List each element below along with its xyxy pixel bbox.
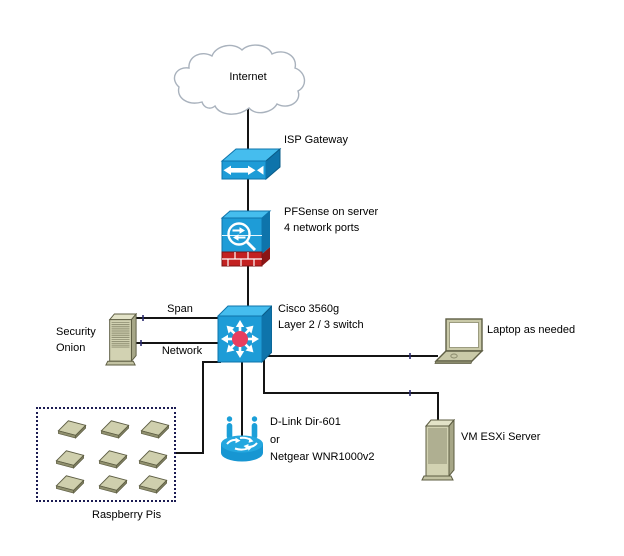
internet-label: Internet [229,71,267,83]
network-edge-label: Network [161,345,203,357]
gateway-switch-icon [220,147,282,181]
server-tower-icon [421,419,456,481]
pi-board-icon [55,450,85,469]
core-switch-label: Cisco 3560g Layer 2 / 3 switch [278,303,364,331]
raspberry-pi-group-box [36,407,176,502]
wire-switch-pis [175,361,221,454]
pfsense-label: PFSense on server 4 network ports [284,206,379,234]
pi-board-icon [140,420,170,439]
wireless-router-icon [221,416,263,462]
esxi-server-label: VM ESXi Server [461,431,541,443]
pi-board-icon [138,475,168,494]
isp-gateway-label: ISP Gateway [284,134,348,146]
wireless-router-label: D-Link Dir-601 or Netgear WNR1000v2 [270,416,375,463]
cloud-icon [173,44,306,115]
pi-board-icon [98,450,128,469]
raspberry-pis-label: Raspberry Pis [92,509,162,521]
laptop-icon [434,318,484,364]
pi-board-icon [138,450,168,469]
pi-board-icon [57,420,87,439]
security-onion-label: Security Onion [56,326,96,354]
multilayer-switch-icon [216,305,272,364]
span-edge-label: Span [167,303,193,315]
connection-ticks [140,315,411,396]
laptop-label: Laptop as needed [487,324,576,336]
server-tower-icon [105,313,138,366]
pi-board-icon [100,420,130,439]
pi-board-icon [98,475,128,494]
firewall-icon [220,210,272,267]
pi-board-icon [55,475,85,494]
wire-switch-esxi [263,359,439,426]
